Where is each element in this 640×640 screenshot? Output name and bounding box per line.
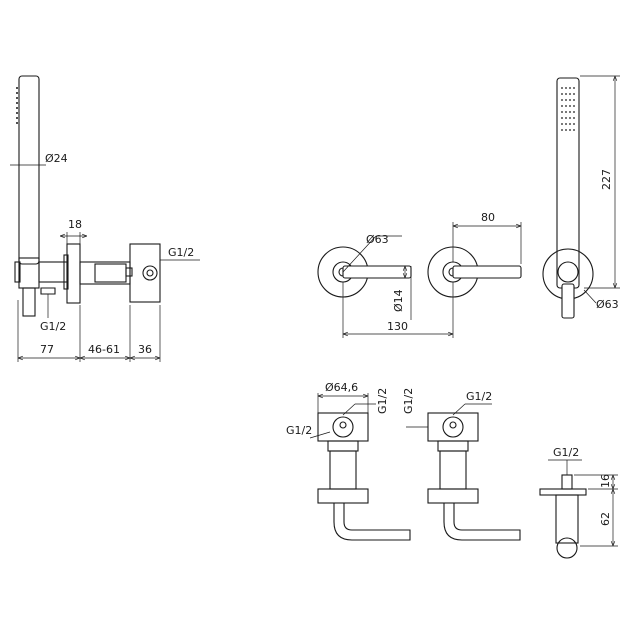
dim-36-label: 36 bbox=[138, 343, 152, 356]
thread-top-b-label: G1/2 bbox=[466, 390, 492, 403]
thread-side-b-label: G1/2 bbox=[402, 388, 415, 414]
dia-body-label: Ø64,6 bbox=[325, 381, 358, 394]
thread-elbow-label: G1/2 bbox=[553, 446, 579, 459]
dia-holder-label: Ø63 bbox=[596, 298, 619, 311]
thread-side-a-label: G1/2 bbox=[286, 424, 312, 437]
center-distance-label: 130 bbox=[387, 320, 408, 333]
spray-nozzles bbox=[16, 87, 18, 124]
dim-77-label: 77 bbox=[40, 343, 54, 356]
side-view: Ø24 18 G1/2 G1/2 77 46-61 36 bbox=[10, 75, 200, 362]
thread-top-a-label: G1/2 bbox=[376, 388, 389, 414]
dia-rosette-label: Ø63 bbox=[366, 233, 389, 246]
dia-handshower-label: Ø24 bbox=[45, 152, 68, 165]
thread-bottom-label: G1/2 bbox=[40, 320, 66, 333]
spray-nozzle-grid bbox=[561, 87, 575, 131]
handshower-length-label: 227 bbox=[600, 169, 613, 190]
elbow-height-label: 62 bbox=[599, 512, 612, 526]
front-view: Ø63 Ø14 80 130 227 Ø63 bbox=[317, 75, 620, 338]
dim-46-61-label: 46-61 bbox=[88, 343, 120, 356]
dia-lever-label: Ø14 bbox=[392, 289, 405, 312]
thread-top-label: G1/2 bbox=[168, 246, 194, 259]
dim-flange-label: 18 bbox=[68, 218, 82, 231]
lever-length-label: 80 bbox=[481, 211, 495, 224]
bottom-view: Ø64,6 G1/2 G1/2 G1/2 G1/2 G1/2 16 62 bbox=[286, 381, 618, 559]
elbow-height-small-label: 16 bbox=[599, 474, 612, 488]
